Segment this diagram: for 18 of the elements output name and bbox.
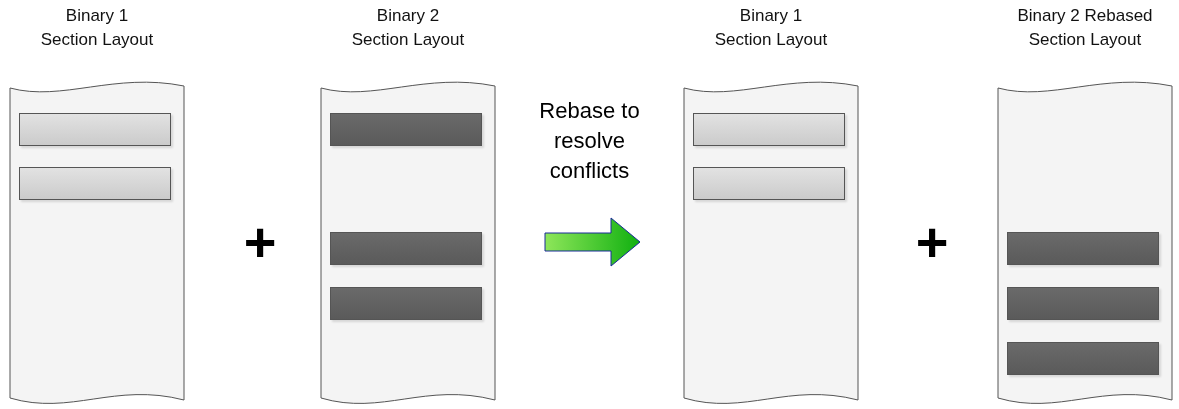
section-block xyxy=(330,287,482,320)
section-block xyxy=(330,113,482,146)
strip-heading: Binary 2 Rebased Section Layout xyxy=(1016,5,1154,51)
section-block xyxy=(1007,287,1159,320)
section-block xyxy=(693,113,845,146)
section-block xyxy=(330,232,482,265)
strip-heading: Binary 1 Section Layout xyxy=(713,5,829,51)
edge-label: Rebase to resolve conflicts xyxy=(538,97,641,185)
plus-sign: + xyxy=(914,214,950,270)
section-block xyxy=(19,113,171,146)
section-block xyxy=(19,167,171,200)
strip-heading: Binary 2 Section Layout xyxy=(350,5,466,51)
section-block xyxy=(693,167,845,200)
section-block xyxy=(1007,232,1159,265)
plus-sign: + xyxy=(242,214,278,270)
section-block xyxy=(1007,342,1159,375)
strip-heading: Binary 1 Section Layout xyxy=(39,5,155,51)
block-arrow xyxy=(544,217,641,267)
